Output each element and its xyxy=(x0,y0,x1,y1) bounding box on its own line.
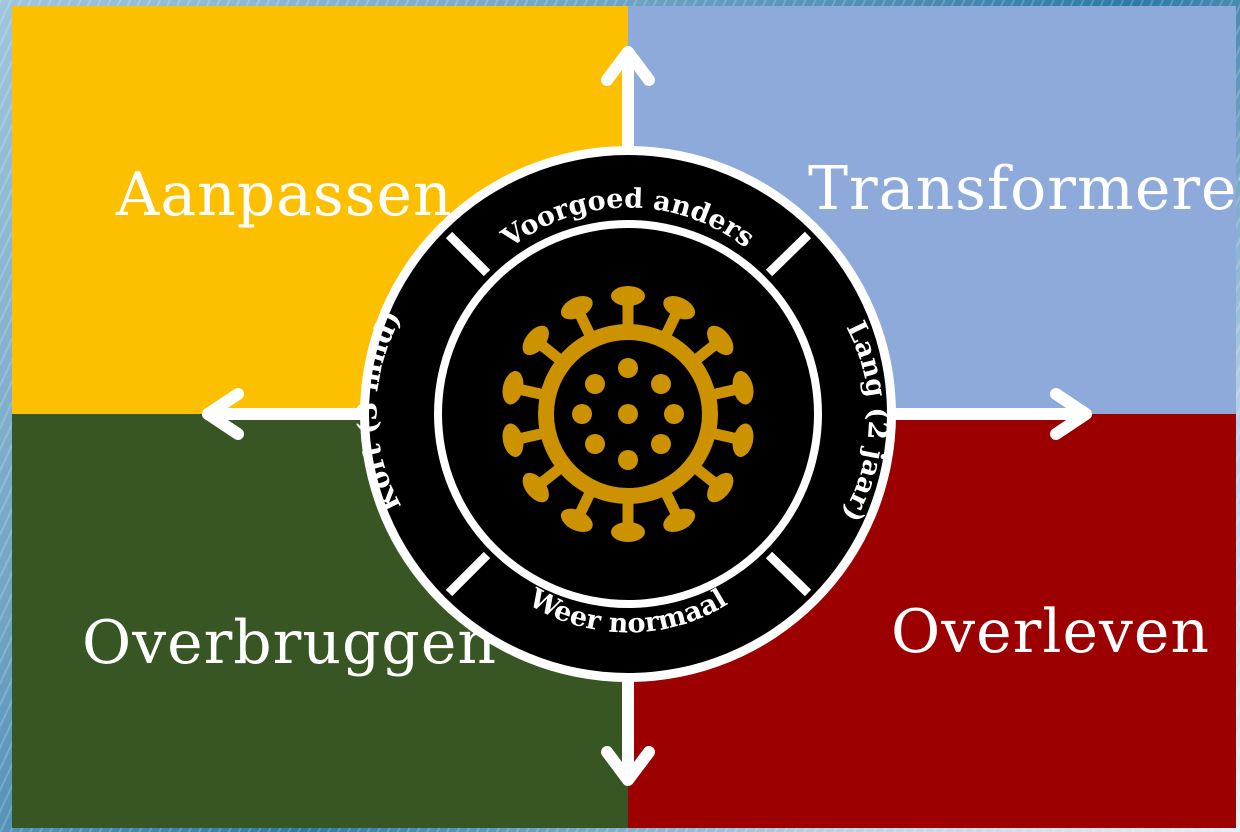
ring-divider xyxy=(765,551,812,597)
virus-dot xyxy=(651,374,671,394)
virus-spike-head xyxy=(502,371,524,405)
virus-spike-head xyxy=(560,508,593,532)
virus-dot xyxy=(585,434,605,454)
quadrant-label-aanpassen: Aanpassen xyxy=(116,160,453,230)
virus-spike-head xyxy=(611,522,645,542)
arrow-up-icon xyxy=(601,46,655,86)
virus-spike-head xyxy=(707,472,734,503)
ring-divider xyxy=(445,231,491,277)
ring-divider xyxy=(445,551,491,597)
virus-dot xyxy=(618,404,638,424)
quadrant-label-transformeren: Transformeren xyxy=(808,154,1240,224)
virus-spike-head xyxy=(663,508,696,532)
arrow-right-icon xyxy=(1050,388,1092,440)
ring-divider xyxy=(765,231,812,277)
coronavirus-icon xyxy=(502,286,754,542)
virus-spike-head xyxy=(732,371,754,405)
virus-spike-head xyxy=(522,325,549,356)
virus-spike-head xyxy=(732,423,754,457)
virus-spike-head xyxy=(663,296,696,320)
virus-dot xyxy=(618,358,638,378)
virus-dot xyxy=(585,374,605,394)
arrow-left-icon xyxy=(202,388,244,440)
virus-dot xyxy=(572,404,592,424)
quadrant-label-overleven: Overleven xyxy=(891,597,1211,667)
virus-spike-head xyxy=(560,296,593,320)
virus-dot xyxy=(651,434,671,454)
virus-spike-head xyxy=(707,325,734,356)
quadrant-label-overbruggen: Overbruggen xyxy=(82,608,497,678)
arrow-down-icon xyxy=(601,746,655,786)
virus-dot xyxy=(618,450,638,470)
virus-dot xyxy=(664,404,684,424)
virus-spike-head xyxy=(522,472,549,503)
virus-spike-head xyxy=(502,423,524,457)
virus-spike-head xyxy=(611,286,645,306)
